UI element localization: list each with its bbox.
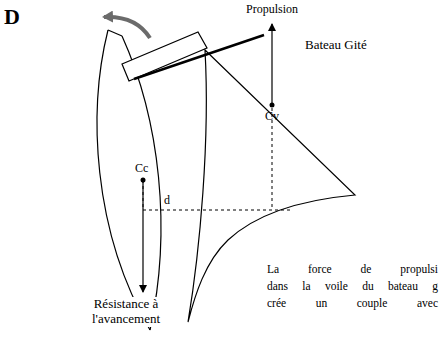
hull-outline [122,36,161,330]
propulsion-arrow [271,24,272,105]
point-label: Cv [265,110,279,124]
resistance-arrow [142,182,143,292]
heel-arrow [104,17,150,38]
force-label: Résistance à l'avancement [74,297,178,327]
note-text: La force de propulsi [267,263,438,276]
note-text: crée un couple avec [267,297,438,310]
hull-centre-point [141,178,146,183]
distance-label: d [164,194,170,208]
point-label: Cc [134,162,149,176]
panel-letter: D [4,4,20,29]
dashed-line [143,180,292,210]
sail-centre-point [270,103,275,108]
force-label: Propulsion [241,3,303,17]
cabin [122,32,207,81]
boom [134,35,264,79]
figure-label: Bateau Gité [305,38,367,53]
note-text: dans la voile du bateau g [267,280,438,293]
dashed-line [272,108,273,210]
